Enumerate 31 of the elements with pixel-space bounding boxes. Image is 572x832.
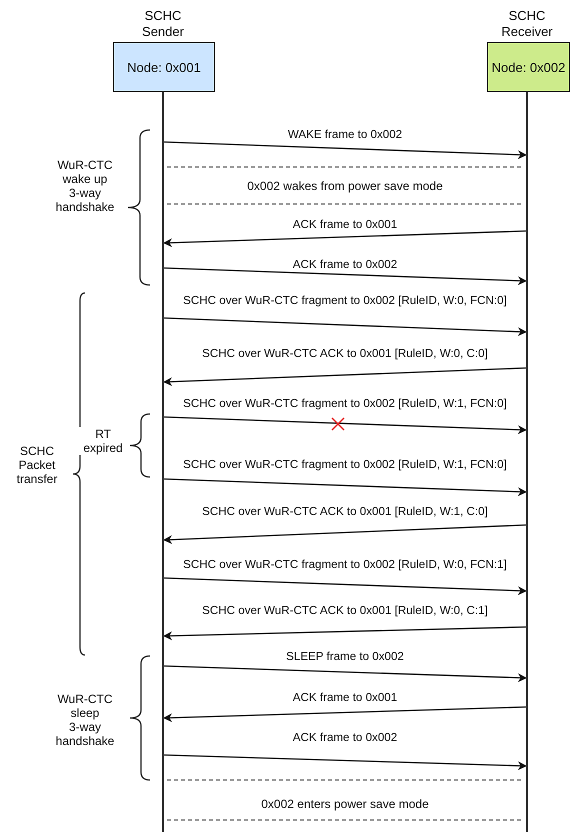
participant-box: Node: 0x002 (487, 42, 570, 92)
message-arrow (164, 141, 527, 160)
message-arrow (164, 267, 527, 286)
message-arrow (164, 665, 527, 682)
message-arrow (164, 577, 527, 596)
participant-box: Node: 0x001 (113, 42, 215, 92)
edge-label: SCHC over WuR-CTC fragment to 0x002 [RuleID, W:1, FCN:0] (181, 458, 509, 472)
message-arrow (163, 706, 526, 722)
edge-label: ACK frame to 0x002 (290, 258, 400, 272)
message-arrow (163, 367, 526, 386)
group-label: WuR-CTC wake up 3-way handshake (54, 158, 116, 214)
note-text: 0x002 enters power save mode (261, 797, 429, 811)
participant-heading: SCHC Sender (141, 8, 185, 40)
note-text: 0x002 wakes from power save mode (247, 179, 443, 193)
edge-label: SCHC over WuR-CTC ACK to 0x001 [RuleID, W:0, C:0] (200, 347, 490, 361)
message-arrow (163, 524, 526, 544)
message-arrow (164, 317, 527, 336)
edge-label: SCHC over WuR-CTC fragment to 0x002 [RuleID, W:0, FCN:1] (181, 558, 509, 572)
edge-label: SCHC over WuR-CTC fragment to 0x002 [RuleID, W:0, FCN:0] (181, 294, 509, 308)
edge-label: SCHC over WuR-CTC ACK to 0x001 [RuleID, W:1, C:0] (200, 505, 490, 519)
message-arrow (164, 416, 527, 434)
edge-label: SCHC over WuR-CTC ACK to 0x001 [RuleID, W:0, C:1] (200, 604, 490, 618)
message-arrow (163, 230, 526, 248)
lifeline (162, 92, 164, 832)
group-label: WuR-CTC sleep 3-way handshake (54, 692, 116, 748)
edge-label: SCHC over WuR-CTC fragment to 0x002 [RuleID, W:1, FCN:0] (181, 397, 509, 411)
lifeline (526, 92, 528, 832)
participant-heading: SCHC Receiver (500, 8, 554, 40)
message-arrow (164, 478, 527, 496)
message-arrow (163, 626, 526, 640)
message-arrow (164, 754, 527, 770)
